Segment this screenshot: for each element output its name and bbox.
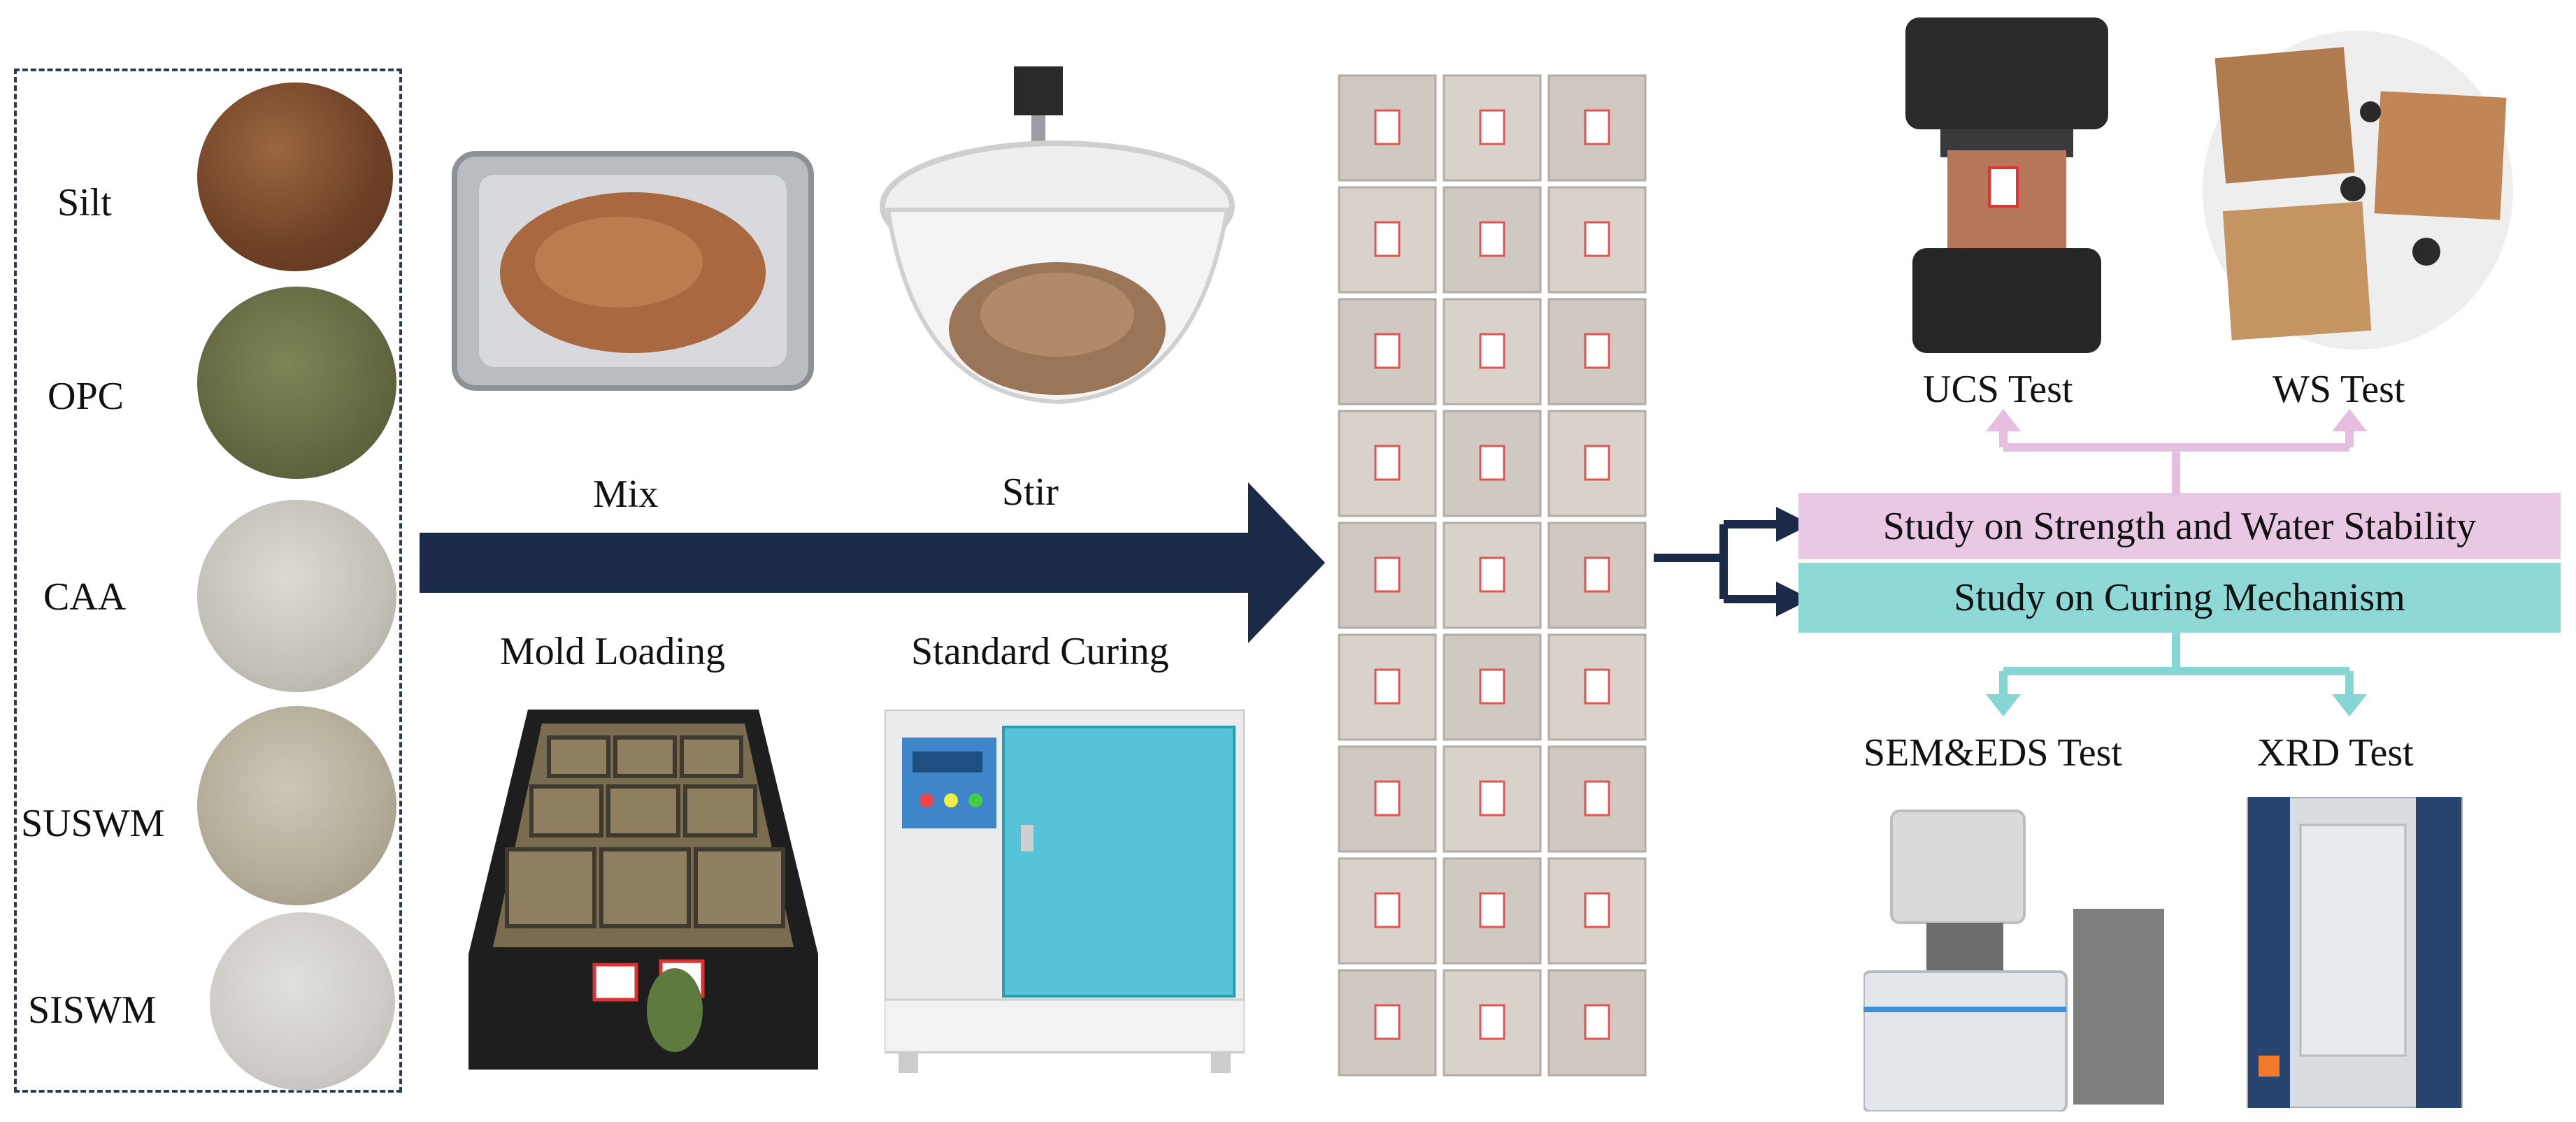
sem-instrument-image xyxy=(1863,810,2164,1112)
mold-loading-image xyxy=(468,710,818,1070)
specimen-label-tag xyxy=(1374,1004,1401,1040)
specimen-label-tag xyxy=(1584,109,1610,145)
silt-sample-image xyxy=(197,82,393,271)
strength-study-banner: Study on Strength and Water Stability xyxy=(1798,493,2561,559)
sem-test-label: SEM&EDS Test xyxy=(1863,731,2122,775)
specimen-label-tag xyxy=(1584,221,1610,257)
specimen-label-tag xyxy=(1374,333,1401,369)
specimen-label-tag xyxy=(1479,780,1505,817)
specimen-label-tag xyxy=(1479,109,1505,145)
ucs-test-label: UCS Test xyxy=(1923,368,2073,411)
ucs-test-image xyxy=(1905,17,2108,353)
curing-box-image xyxy=(885,710,1245,1073)
specimen-label-tag xyxy=(1479,668,1505,705)
specimen-label-tag xyxy=(1584,892,1610,928)
specimen-label-tag xyxy=(1374,109,1401,145)
material-label-suswm: SUSWM xyxy=(21,802,165,845)
stir-bucket-image xyxy=(880,66,1235,405)
ws-test-image xyxy=(2203,31,2513,350)
opc-sample-image xyxy=(197,287,396,479)
specimen-label-tag xyxy=(1479,892,1505,928)
specimen-blocks-image xyxy=(1338,74,1647,1077)
mechanism-tests-arrow xyxy=(1986,633,2367,717)
specimen-label-tag xyxy=(1479,445,1505,481)
process-arrow xyxy=(420,482,1325,643)
raw-materials-panel xyxy=(14,69,402,1093)
standard-curing-label: Standard Curing xyxy=(911,630,1169,673)
material-label-silt: Silt xyxy=(57,181,112,224)
specimen-block xyxy=(1547,410,1647,517)
specimen-label-tag xyxy=(1584,333,1610,369)
specimen-label-tag xyxy=(1479,1004,1505,1040)
specimen-label-tag xyxy=(1584,668,1610,705)
xrd-instrument-image xyxy=(2247,797,2463,1108)
specimen-label-tag xyxy=(1374,221,1401,257)
specimen-label-tag xyxy=(1374,892,1401,928)
specimen-label-tag xyxy=(1374,556,1401,593)
stir-label: Stir xyxy=(1002,470,1059,514)
specimen-label-tag xyxy=(1584,1004,1610,1040)
specimen-label-tag xyxy=(1374,668,1401,705)
siswm-sample-image xyxy=(210,912,395,1091)
ws-test-label: WS Test xyxy=(2273,368,2405,411)
material-label-opc: OPC xyxy=(48,375,124,418)
specimen-label-tag xyxy=(1584,780,1610,817)
specimen-label-tag xyxy=(1479,221,1505,257)
specimen-label-tag xyxy=(1584,556,1610,593)
specimen-label-tag xyxy=(1584,445,1610,481)
mechanism-study-label: Study on Curing Mechanism xyxy=(1954,576,2405,619)
strength-study-label: Study on Strength and Water Stability xyxy=(1882,504,2477,548)
specimen-label-tag xyxy=(1374,445,1401,481)
mix-tray-image xyxy=(452,151,814,391)
specimen-label-tag xyxy=(1479,556,1505,593)
mechanism-study-banner: Study on Curing Mechanism xyxy=(1798,563,2561,633)
specimen-label-tag xyxy=(1479,333,1505,369)
specimen-label-tag xyxy=(1374,780,1401,817)
suswm-sample-image xyxy=(197,706,396,905)
mix-label: Mix xyxy=(593,473,659,516)
strength-tests-arrow xyxy=(1986,409,2367,496)
material-label-caa: CAA xyxy=(43,575,127,619)
study-connector-arrow xyxy=(1654,507,1811,617)
material-label-siswm: SISWM xyxy=(28,988,157,1032)
mold-loading-label: Mold Loading xyxy=(500,630,725,673)
caa-sample-image xyxy=(197,500,396,692)
xrd-test-label: XRD Test xyxy=(2257,731,2414,775)
